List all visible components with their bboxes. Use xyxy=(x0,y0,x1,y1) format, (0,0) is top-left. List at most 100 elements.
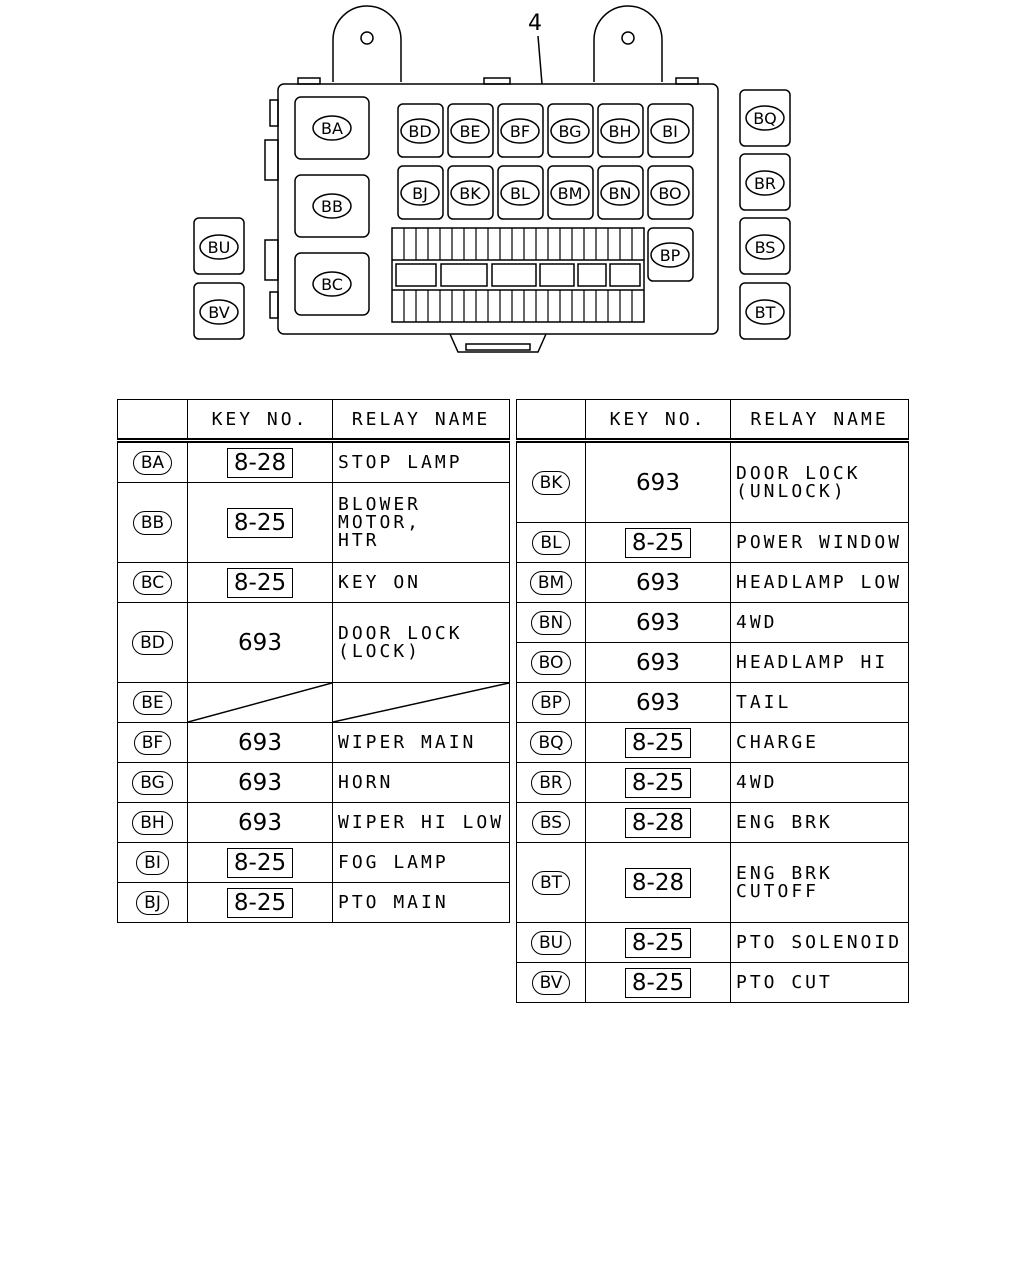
diagram-relay-bb: BB xyxy=(312,193,352,219)
diagram-relay-ba: BA xyxy=(312,115,352,141)
relay-code-cell: BG xyxy=(117,762,188,803)
relay-code-cell: BH xyxy=(117,802,188,843)
key-no-cell: 693 xyxy=(187,762,333,803)
relay-name-cell: PTO CUT xyxy=(730,962,909,1003)
key-no: 8-25 xyxy=(226,847,294,878)
relay-code-cell: BN xyxy=(516,602,586,643)
relay-name-cell: ENG BRK xyxy=(730,802,909,843)
relay-name: PTO CUT xyxy=(736,971,833,993)
key-no: 693 xyxy=(636,569,680,596)
svg-text:BE: BE xyxy=(459,122,480,141)
relay-code-cell: BS xyxy=(516,802,586,843)
relay-code-cell: BF xyxy=(117,722,188,763)
key-no: 693 xyxy=(238,809,282,836)
relay-code: BM xyxy=(529,570,573,595)
table-row: BN 693 4WD xyxy=(516,602,909,643)
fuse-block xyxy=(391,227,645,323)
svg-text:BT: BT xyxy=(755,303,776,322)
relay-code: BB xyxy=(132,510,173,535)
key-no: 693 xyxy=(636,469,680,496)
relay-name: WIPER HI LOW xyxy=(338,811,505,833)
key-no: 693 xyxy=(238,629,282,656)
key-no-cell: 693 xyxy=(585,602,731,643)
relay-name-cell: WIPER MAIN xyxy=(332,722,510,763)
relay-name-cell: STOP LAMP xyxy=(332,440,510,483)
relay-name-cell: PTO MAIN xyxy=(332,882,510,923)
svg-text:BQ: BQ xyxy=(753,109,777,128)
key-no: 8-25 xyxy=(226,507,294,538)
relay-code: BL xyxy=(532,530,570,555)
key-no: 693 xyxy=(636,609,680,636)
svg-text:BG: BG xyxy=(558,122,581,141)
svg-text:BH: BH xyxy=(608,122,631,141)
svg-text:BD: BD xyxy=(408,122,431,141)
key-no: 8-28 xyxy=(624,867,692,898)
relay-name: DOOR LOCK (LOCK) xyxy=(338,622,463,662)
relay-code: BC xyxy=(132,570,173,595)
relay-name-cell: ENG BRK CUTOFF xyxy=(730,842,909,923)
key-no-cell: 8-25 xyxy=(187,482,333,563)
relay-code-cell: BA xyxy=(117,440,188,483)
diagram-relay-bk: BK xyxy=(450,180,490,206)
relay-code: BK xyxy=(531,470,571,495)
relay-name-cell: WIPER HI LOW xyxy=(332,802,510,843)
relay-name-cell: PTO SOLENOID xyxy=(730,922,909,963)
relay-name: ENG BRK CUTOFF xyxy=(736,862,833,902)
svg-text:BL: BL xyxy=(510,184,530,203)
relay-code: BD xyxy=(132,630,173,655)
key-no: 8-25 xyxy=(624,967,692,998)
relay-name: PTO MAIN xyxy=(338,891,449,913)
svg-text:BU: BU xyxy=(208,238,231,257)
table-row: BH 693 WIPER HI LOW xyxy=(117,802,510,843)
diagram-relay-bj: BJ xyxy=(400,180,440,206)
relay-code-cell: BC xyxy=(117,562,188,603)
relay-code: BS xyxy=(531,810,571,835)
relay-code-cell: BB xyxy=(117,482,188,563)
relay-name-cell: 4WD xyxy=(730,602,909,643)
key-no-cell: 8-25 xyxy=(585,522,731,563)
svg-text:BJ: BJ xyxy=(412,184,428,203)
svg-text:BN: BN xyxy=(609,184,632,203)
relay-name-cell: DOOR LOCK (UNLOCK) xyxy=(730,440,909,523)
relay-name: POWER WINDOW xyxy=(736,531,903,553)
key-no: 8-25 xyxy=(624,767,692,798)
svg-text:BM: BM xyxy=(558,184,583,203)
relay-code-cell: BQ xyxy=(516,722,586,763)
key-no-cell xyxy=(187,682,333,723)
diagram-relay-bd: BD xyxy=(400,118,440,144)
diagram-relay-bm: BM xyxy=(550,180,590,206)
table-row: BD 693 DOOR LOCK (LOCK) xyxy=(117,602,510,683)
relay-name: HEADLAMP LOW xyxy=(736,571,903,593)
key-no-cell: 693 xyxy=(187,722,333,763)
diagram-relay-bg: BG xyxy=(550,118,590,144)
relay-code: BI xyxy=(136,850,169,875)
relay-name: PTO SOLENOID xyxy=(736,931,903,953)
key-no-cell: 8-25 xyxy=(187,882,333,923)
svg-text:BF: BF xyxy=(510,122,530,141)
key-no-cell: 8-25 xyxy=(585,762,731,803)
svg-text:BS: BS xyxy=(755,238,776,257)
svg-text:BA: BA xyxy=(321,119,343,138)
diagram-relay-bc: BC xyxy=(312,271,352,297)
relay-code-cell: BK xyxy=(516,440,586,523)
diagram-relay-bt: BT xyxy=(745,299,785,325)
key-no-cell: 693 xyxy=(585,440,731,523)
svg-text:BV: BV xyxy=(208,303,229,322)
relay-box-housing xyxy=(277,83,719,335)
key-no-cell: 693 xyxy=(585,642,731,683)
key-no-cell: 8-25 xyxy=(585,962,731,1003)
relay-name-cell: KEY ON xyxy=(332,562,510,603)
header-code xyxy=(117,399,188,441)
relay-code: BU xyxy=(530,930,572,955)
